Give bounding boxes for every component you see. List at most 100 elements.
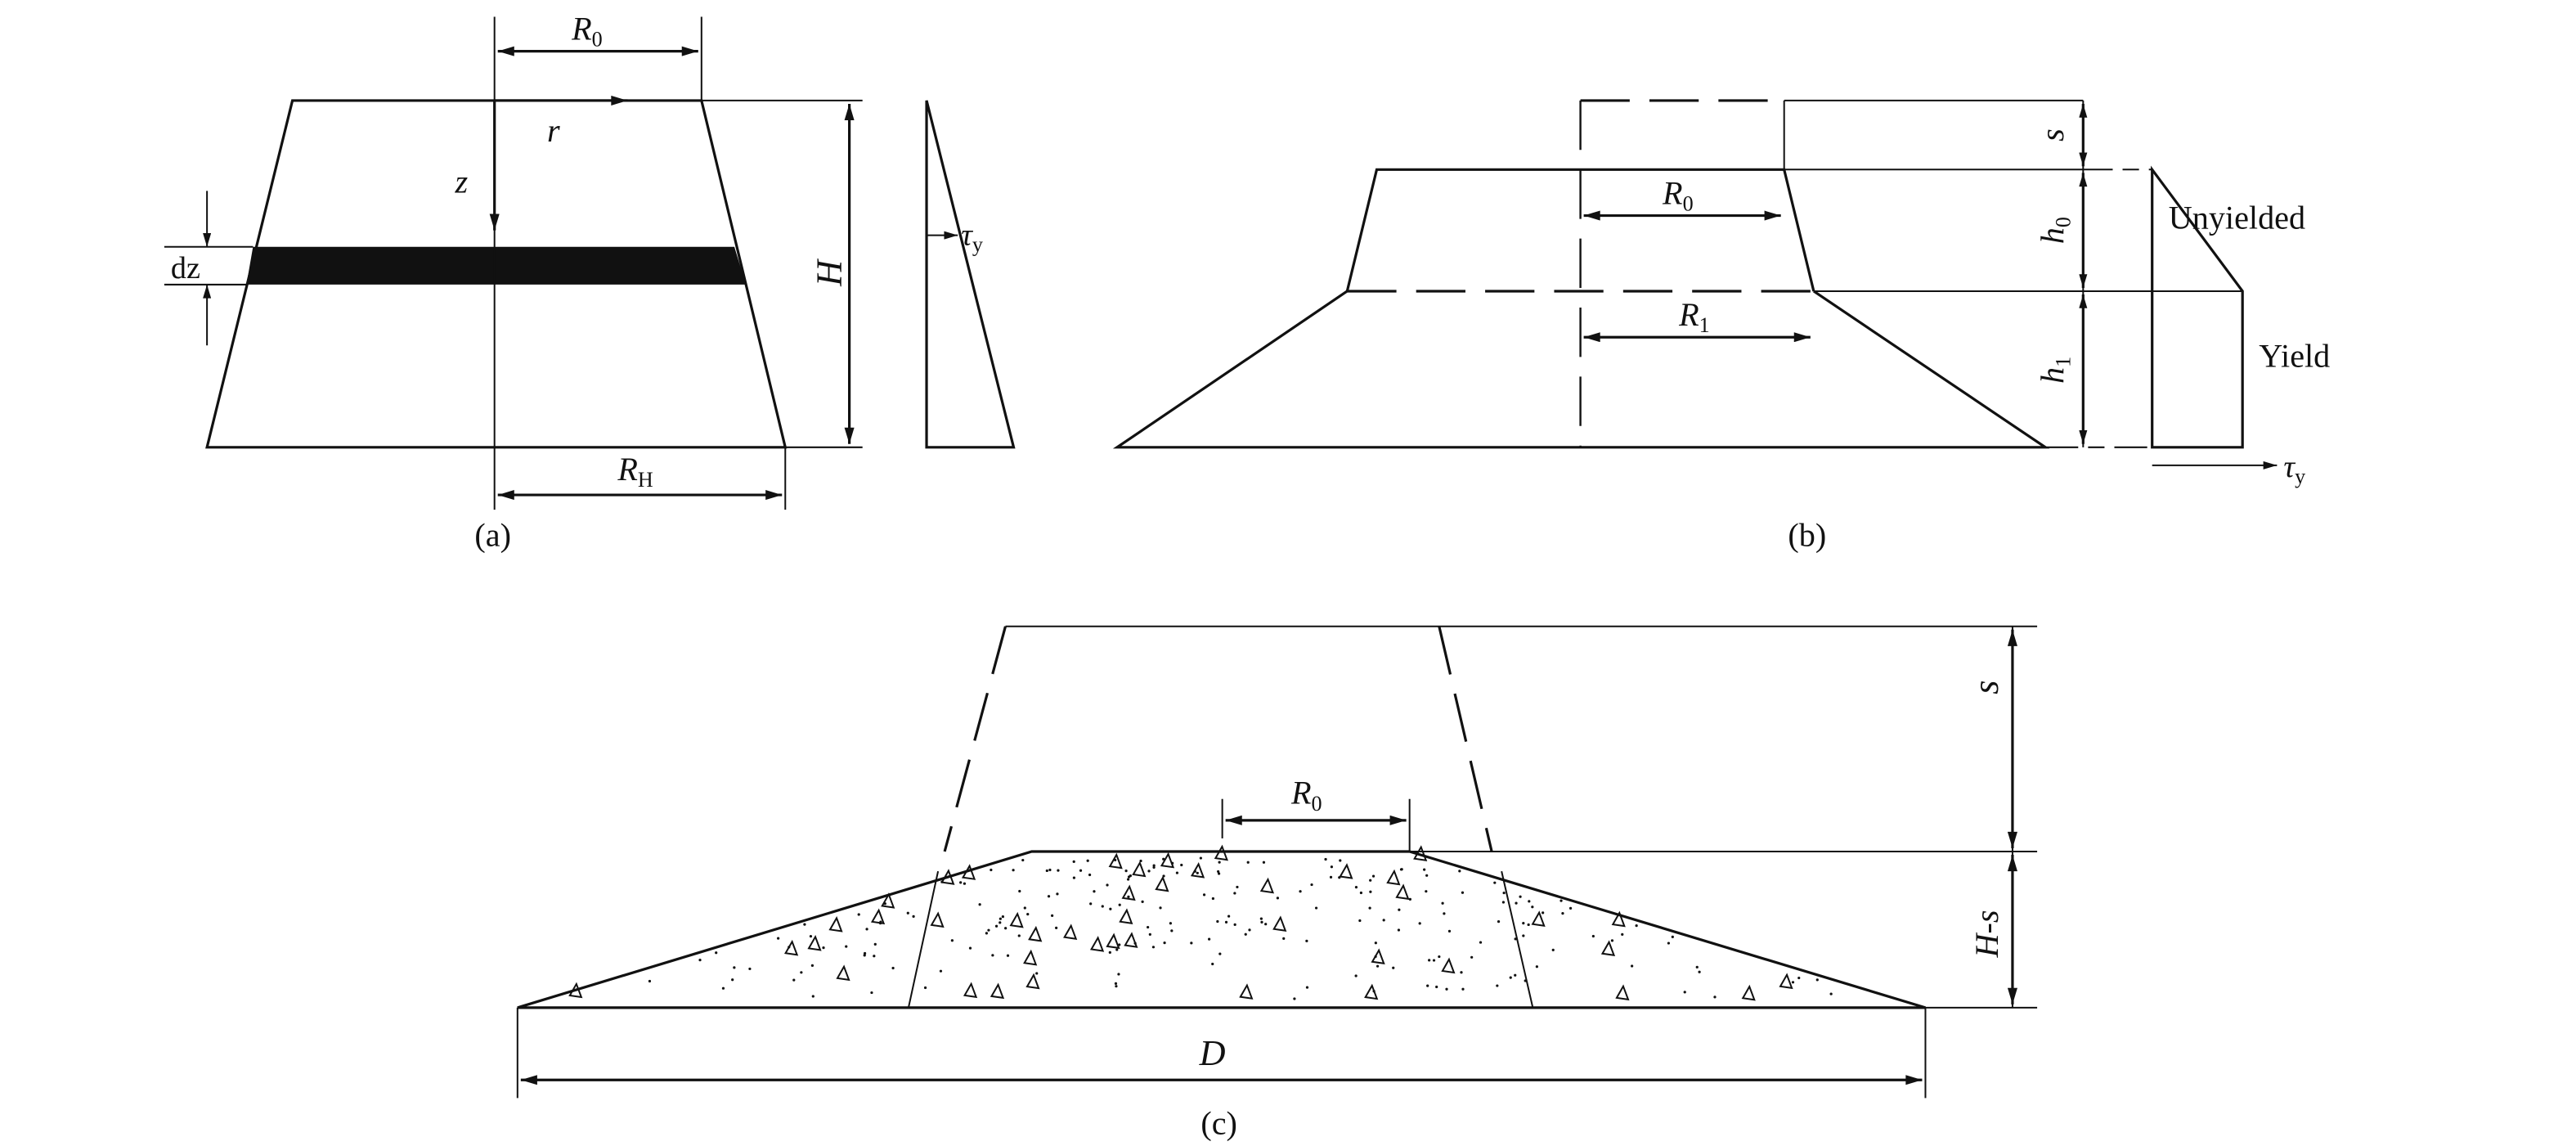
aggregate-mark (1741, 984, 1756, 1001)
aggregate-dot (731, 978, 734, 982)
aggregate-dot (1224, 920, 1228, 924)
aggregate-dot (959, 881, 963, 884)
aggregate-dot (1108, 951, 1111, 954)
aggregate-dot (1264, 923, 1268, 926)
aggregate-mark (940, 869, 955, 885)
aggregate-dot (1382, 919, 1385, 922)
aggregate-dot (950, 939, 954, 942)
aggregate-dot (1218, 952, 1222, 955)
aggregate-dot (999, 921, 1002, 924)
aggregate-dot (1056, 892, 1059, 896)
aggregate-dot (1338, 876, 1341, 879)
dz-label: dz (171, 251, 200, 285)
aggregate-dot (1305, 939, 1308, 942)
aggregate-dot (1246, 861, 1250, 864)
aggregate-dot (1093, 890, 1096, 893)
aggregate-dot (1305, 986, 1309, 989)
aggregate-dot (803, 923, 806, 926)
aggregate-dot (1829, 992, 1833, 995)
aggregate-dot (776, 937, 780, 940)
aggregate-dot (1162, 874, 1165, 878)
aggregate-dot (1561, 912, 1564, 915)
aggregate-dot (1528, 900, 1531, 903)
h0-label: h0 (2034, 217, 2075, 244)
aggregate-dot (1217, 870, 1220, 874)
r1-label: R1 (1678, 296, 1710, 337)
aggregate-mark (1779, 973, 1793, 990)
aggregate-dot (1432, 959, 1436, 962)
aggregate-dot (1282, 937, 1286, 941)
aggregate-mark (963, 982, 978, 999)
aggregate-dot (1244, 933, 1247, 936)
aggregate-dot (1631, 964, 1634, 968)
aggregate-mark (1395, 883, 1410, 901)
aggregate-dot (1114, 982, 1118, 986)
aggregate-dot (1531, 906, 1534, 909)
aggregate-dot (1233, 923, 1236, 926)
aggregate-mark (930, 911, 945, 928)
aggregate-dot (1047, 895, 1051, 898)
aggregate-dot (1072, 876, 1076, 879)
aggregate-mark (1190, 861, 1205, 879)
aggregate-dot (985, 932, 989, 935)
aggregate-dot (1199, 856, 1202, 860)
aggregate-dot (1418, 922, 1421, 925)
aggregate-dot (792, 978, 796, 982)
aggregate-dot (1392, 966, 1395, 969)
aggregate-dot (991, 954, 994, 957)
aggregate-dot (1610, 939, 1614, 942)
aggregate-mark (1339, 863, 1353, 879)
aggregate-dot (1435, 985, 1438, 989)
aggregate-mark (1600, 940, 1616, 957)
aggregate-mark (881, 892, 895, 909)
aggregate-mark (1009, 911, 1024, 928)
aggregate-dot (1497, 920, 1501, 924)
aggregate-dot (1057, 869, 1060, 872)
slice-band (246, 246, 747, 285)
caption-a: (a) (474, 516, 511, 553)
aggregate-dot (1397, 928, 1401, 932)
aggregate-dot (748, 967, 752, 971)
aggregate-mark (807, 934, 822, 951)
aggregate-dot (1169, 922, 1172, 925)
aggregate-dot (879, 920, 882, 924)
aggregate-dot (999, 917, 1002, 920)
aggregate-dot (963, 882, 967, 885)
aggregate-dot (1502, 891, 1506, 895)
aggregate-dot (1519, 895, 1522, 898)
aggregate-dot (1217, 872, 1221, 875)
aggregate-dot (1509, 976, 1512, 979)
aggregate-mark (1386, 869, 1401, 886)
aggregate-dot (1695, 965, 1699, 968)
aggregate-dot (788, 946, 791, 949)
aggregate-dot (1368, 906, 1371, 910)
r0-label: R0 (1290, 775, 1322, 816)
aggregate-mark (1371, 948, 1385, 965)
aggregate-dot (1159, 906, 1162, 910)
aggregate-dot (1535, 965, 1538, 968)
aggregate-dot (1376, 964, 1380, 968)
aggregate-dot (1815, 978, 1819, 982)
aggregate-mark (1160, 852, 1175, 869)
aggregate-mark (568, 982, 583, 999)
aggregate-dot (968, 946, 972, 950)
aggregate-dot (1109, 907, 1112, 910)
aggregate-dot (912, 915, 915, 918)
aggregate-dot (1461, 987, 1465, 991)
d-label: D (1199, 1033, 1226, 1073)
aggregate-dot (1190, 942, 1193, 945)
aggregate-dot (1568, 906, 1573, 910)
aggregate-dot (1026, 913, 1030, 916)
aggregate-mark (1531, 910, 1546, 927)
aggregate-dot (939, 969, 943, 973)
panel-c: s H-s R0 D (c) (516, 625, 2038, 1142)
aggregate-dot (1527, 923, 1530, 927)
aggregate-dot (1438, 955, 1441, 959)
r-label: r (547, 112, 560, 149)
aggregate-mark (1413, 845, 1428, 861)
aggregate-mark (783, 939, 799, 956)
aggregate-dot (1152, 865, 1156, 869)
aggregate-dot (1359, 891, 1363, 895)
aggregate-dot (978, 903, 981, 906)
aggregate-dots (568, 844, 1833, 1001)
